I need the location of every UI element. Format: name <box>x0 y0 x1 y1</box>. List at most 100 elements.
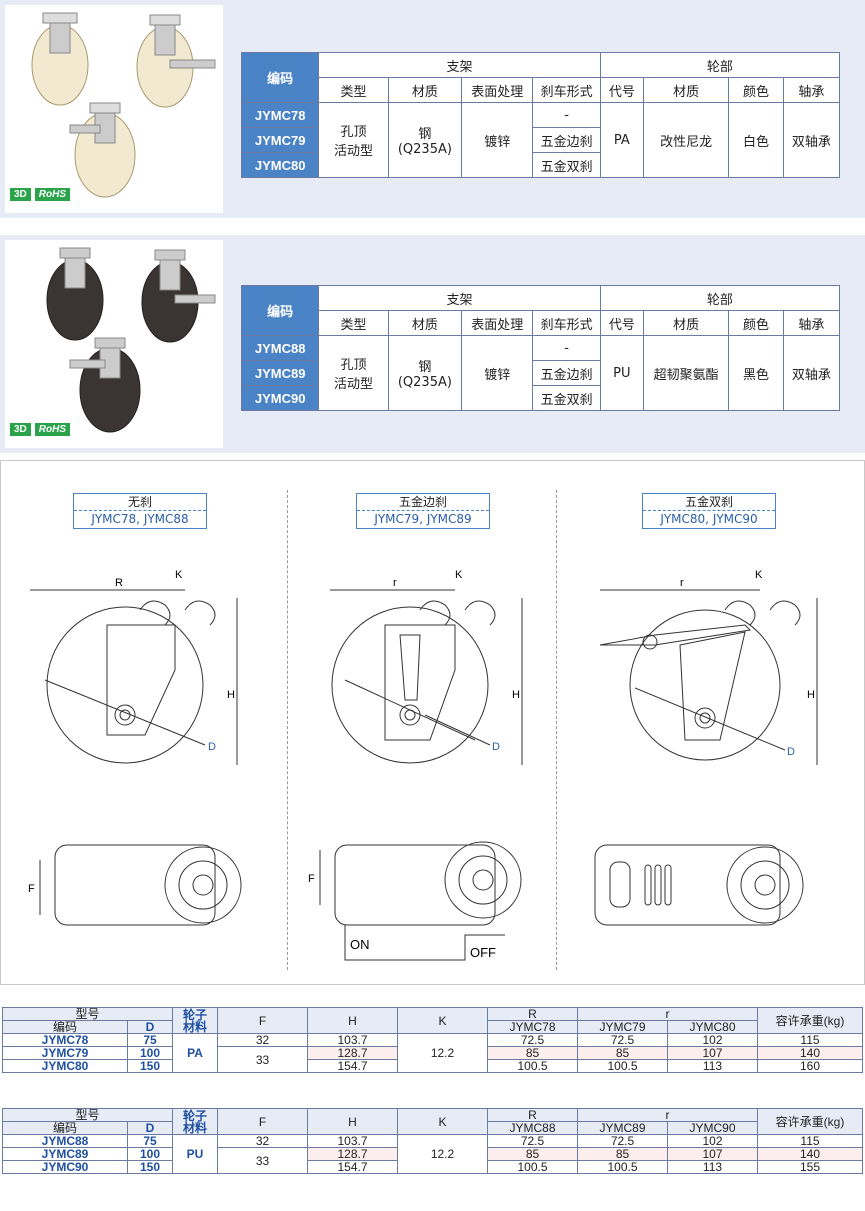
table-cell-load: 140 <box>757 1046 863 1060</box>
table-row-code: JYMC90 <box>2 1160 128 1174</box>
rohs-badge: RoHS <box>34 188 71 201</box>
col-bearing: 轴承 <box>782 310 841 336</box>
table-cell-d: 100 <box>127 1046 173 1060</box>
col-brake: 刹车形式 <box>532 310 601 336</box>
table-cell-f: 32 <box>217 1134 308 1148</box>
col-color: 颜色 <box>728 310 784 336</box>
dim-label: D <box>787 746 795 758</box>
3d-badge: 3D <box>10 423 31 436</box>
table-cell-r1: 72.5 <box>577 1134 668 1148</box>
table-cell-r1: 100.5 <box>577 1059 668 1073</box>
bearing-cell: 双轴承 <box>782 102 841 178</box>
divider <box>556 490 557 970</box>
material-cell: 钢 (Q235A) <box>387 102 463 178</box>
rohs-badge: RoHS <box>34 423 71 436</box>
drawing-codes: JYMC78, JYMC88 <box>91 512 189 526</box>
caster-image-pa <box>31 12 216 198</box>
table-cell-d: 100 <box>127 1147 173 1161</box>
d-header: D <box>127 1020 173 1034</box>
dim-label: r <box>680 577 684 589</box>
r-sub-header: JYMC90 <box>667 1121 758 1135</box>
col-type: 类型 <box>318 77 389 103</box>
caster-image-pu <box>46 247 216 433</box>
table-cell-f: 32 <box>217 1033 308 1047</box>
on-label: ON <box>350 937 370 952</box>
off-label: OFF <box>470 945 496 960</box>
wheel-header: 轮部 <box>599 52 841 78</box>
dim-label: F <box>308 873 315 885</box>
code-cell: JYMC80 <box>240 152 320 178</box>
table-row-code: JYMC88 <box>2 1134 128 1148</box>
f-header: F <box>217 1108 308 1135</box>
table-cell-r2: 107 <box>667 1147 758 1161</box>
r-header: r <box>577 1007 758 1021</box>
table-cell-mat: PU <box>172 1134 218 1174</box>
drawing-label-side-brake: 五金边刹 JYMC79, JYMC89 <box>356 493 490 529</box>
surface-cell: 镀锌 <box>461 335 534 411</box>
table-cell-load: 115 <box>757 1033 863 1047</box>
table-cell-load: 140 <box>757 1147 863 1161</box>
load-header: 容许承重(kg) <box>757 1108 863 1135</box>
table-cell-r2: 102 <box>667 1033 758 1047</box>
drawing-codes: JYMC79, JYMC89 <box>374 512 472 526</box>
table-row-code: JYMC80 <box>2 1059 128 1073</box>
table-cell-r2: 113 <box>667 1059 758 1073</box>
col-surface: 表面处理 <box>461 310 534 336</box>
bracket-header: 支架 <box>318 285 601 311</box>
dim-label: D <box>492 741 500 753</box>
table-cell-R: 100.5 <box>487 1160 578 1174</box>
table-cell-d: 75 <box>127 1033 173 1047</box>
brake-cell: 五金双刹 <box>532 385 601 411</box>
type-cell: 孔顶 活动型 <box>318 102 389 178</box>
code-header: 编码 <box>2 1121 128 1135</box>
table-cell-R: 85 <box>487 1147 578 1161</box>
dimension-table-pa: 型号 轮子 材料 F H K R r 容许承重(kg) 编码 D JYMC78 … <box>2 1007 863 1073</box>
code-cell: JYMC90 <box>240 385 320 411</box>
table-cell-R: 100.5 <box>487 1059 578 1073</box>
material-cell: 钢 (Q235A) <box>387 335 463 411</box>
r-header: r <box>577 1108 758 1122</box>
spec-table-pu: 编码 支架 轮部 类型 材质 表面处理 刹车形式 代号 材质 颜色 轴承 JYM… <box>240 285 841 411</box>
code-header: 编码 <box>240 52 320 103</box>
surface-cell: 镀锌 <box>461 102 534 178</box>
table-cell-h: 154.7 <box>307 1160 398 1174</box>
drawing-codes: JYMC80, JYMC90 <box>660 512 758 526</box>
drawing-title: 无刹 <box>74 494 206 511</box>
model-header: 型号 <box>2 1007 173 1021</box>
dim-label: K <box>755 570 763 581</box>
table-cell-r1: 85 <box>577 1046 668 1060</box>
R-sub-header: JYMC88 <box>487 1121 578 1135</box>
divider <box>287 490 288 970</box>
table-cell-f: 33 <box>217 1046 308 1073</box>
table-cell-r2: 102 <box>667 1134 758 1148</box>
f-header: F <box>217 1007 308 1034</box>
R-header: R <box>487 1007 578 1021</box>
top-view-double-brake <box>594 844 804 926</box>
wheel-header: 轮部 <box>599 285 841 311</box>
dim-label: H <box>227 689 235 701</box>
drawing-title: 五金双刹 <box>643 494 775 511</box>
table-cell-h: 103.7 <box>307 1134 398 1148</box>
cert-badges: 3D RoHS <box>10 188 71 201</box>
table-cell-r1: 100.5 <box>577 1160 668 1174</box>
table-row-code: JYMC78 <box>2 1033 128 1047</box>
table-cell-h: 128.7 <box>307 1046 398 1060</box>
table-cell-R: 85 <box>487 1046 578 1060</box>
wheel-mat-header: 轮子 材料 <box>172 1007 218 1034</box>
table-cell-k: 12.2 <box>397 1134 488 1174</box>
wheel-mat-header: 轮子 材料 <box>172 1108 218 1135</box>
col-wheel-code: 代号 <box>599 77 644 103</box>
dim-label: K <box>175 570 183 581</box>
color-cell: 白色 <box>728 102 784 178</box>
top-view-no-brake: F <box>28 844 242 926</box>
table-cell-h: 154.7 <box>307 1059 398 1073</box>
dim-label: H <box>807 689 815 701</box>
spec-table-pa: 编码 支架 轮部 类型 材质 表面处理 刹车形式 代号 材质 颜色 轴承 JYM… <box>240 52 841 178</box>
top-view-side-brake: F ON OFF <box>308 841 522 961</box>
drawing-label-no-brake: 无刹 JYMC78, JYMC88 <box>73 493 207 529</box>
table-cell-load: 115 <box>757 1134 863 1148</box>
table-row-code: JYMC89 <box>2 1147 128 1161</box>
table-cell-R: 72.5 <box>487 1134 578 1148</box>
model-header: 型号 <box>2 1108 173 1122</box>
brake-cell: - <box>532 102 601 128</box>
